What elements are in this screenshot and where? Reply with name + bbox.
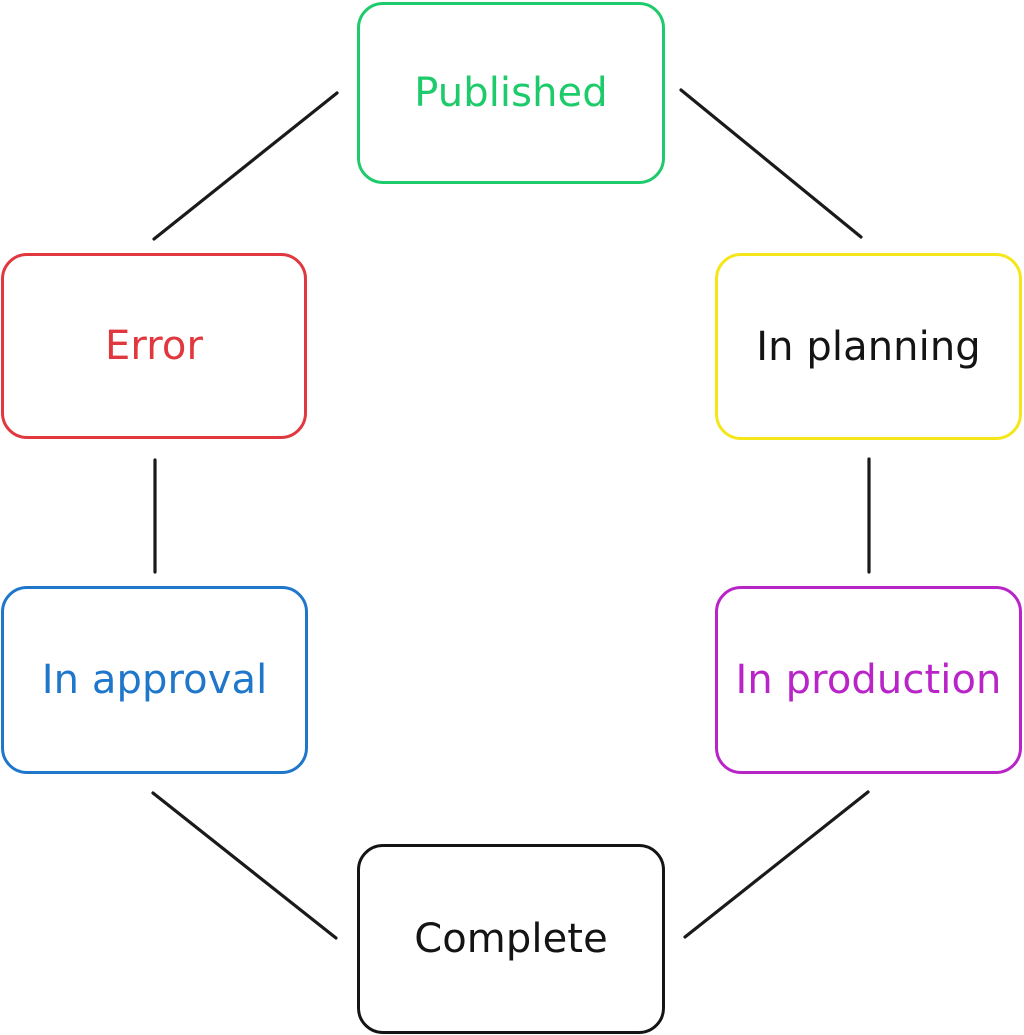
- node-in-production-label: In production: [735, 657, 1002, 703]
- node-complete-label: Complete: [414, 916, 608, 962]
- node-published[interactable]: Published: [357, 2, 665, 184]
- node-in-production[interactable]: In production: [715, 586, 1022, 774]
- edge-error-published: [152, 91, 339, 241]
- node-in-approval-label: In approval: [41, 657, 268, 703]
- edge-in-production-complete: [683, 790, 870, 939]
- node-in-planning-label: In planning: [756, 323, 981, 370]
- node-error[interactable]: Error: [1, 253, 307, 439]
- edge-published-in-planning: [679, 88, 863, 239]
- node-complete[interactable]: Complete: [357, 844, 665, 1034]
- node-in-approval[interactable]: In approval: [1, 586, 308, 774]
- edge-complete-in-approval: [151, 791, 338, 940]
- node-error-label: Error: [105, 323, 203, 369]
- node-in-planning[interactable]: In planning: [715, 253, 1022, 440]
- node-published-label: Published: [414, 70, 608, 116]
